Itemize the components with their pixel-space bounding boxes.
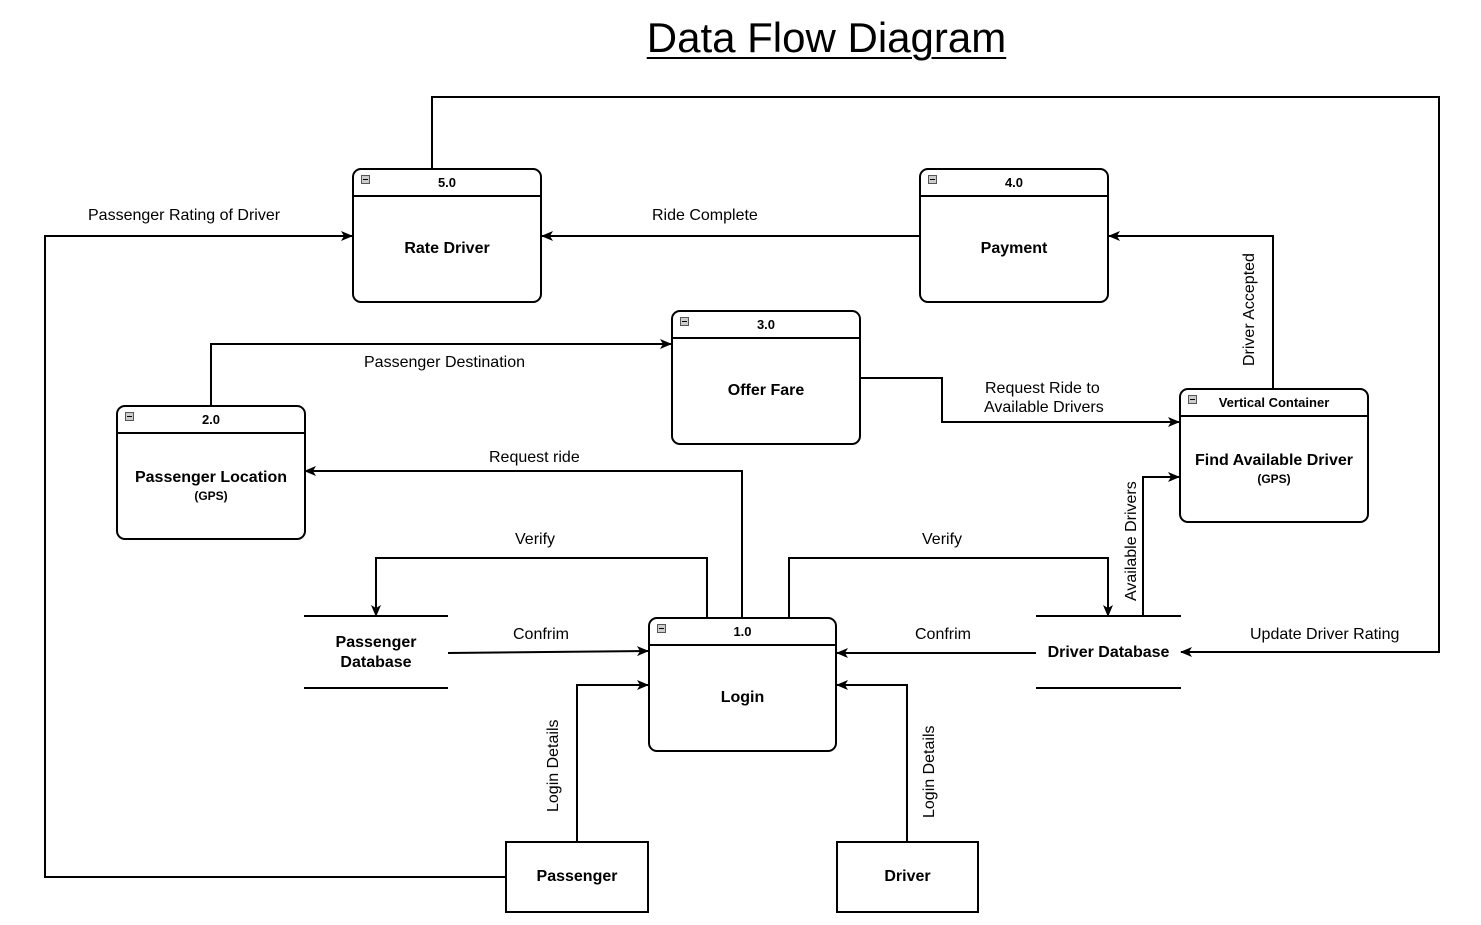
process-name: Rate Driver — [404, 240, 490, 257]
label-update-driver-rating: Update Driver Rating — [1250, 625, 1400, 644]
process-find-available-driver[interactable]: Vertical Container Find Available Driver… — [1179, 388, 1369, 523]
label-confirm-driver: Confrim — [915, 625, 972, 644]
entity-driver[interactable]: Driver — [836, 841, 979, 913]
collapse-icon[interactable] — [680, 317, 689, 326]
flow-available-drivers — [1142, 472, 1180, 616]
label-login-details-driver: Login Details — [921, 725, 939, 818]
process-login[interactable]: 1.0 Login — [648, 617, 837, 752]
process-number: 2.0 — [201, 412, 221, 427]
process-subtitle: (GPS) — [1257, 472, 1291, 486]
flow-driver-accepted — [1108, 231, 1274, 388]
process-name: Offer Fare — [727, 382, 805, 399]
label-driver-accepted: Driver Accepted — [1241, 253, 1259, 366]
entity-passenger[interactable]: Passenger — [505, 841, 649, 913]
label-login-details-passenger: Login Details — [545, 719, 563, 812]
label-ride-complete: Ride Complete — [652, 206, 758, 225]
process-offer-fare[interactable]: 3.0 Offer Fare — [671, 310, 861, 445]
diagram-title: Data Flow Diagram — [646, 14, 1007, 61]
store-driver-database[interactable]: Driver Database — [1036, 618, 1181, 687]
flow-login-passenger — [576, 680, 649, 841]
collapse-icon[interactable] — [125, 412, 134, 421]
store-passenger-database[interactable]: Passenger Database — [304, 618, 448, 687]
process-number: Vertical Container — [1218, 395, 1330, 410]
flow-request-ride-available — [860, 377, 1180, 427]
store-label-line2: Database — [340, 653, 412, 671]
label-request-ride: Request ride — [489, 448, 580, 467]
flow-login-driver — [836, 680, 908, 841]
process-number: 5.0 — [437, 175, 457, 190]
label-confirm-passenger: Confrim — [513, 625, 570, 644]
label-passenger-destination: Passenger Destination — [364, 353, 525, 372]
process-name: Payment — [980, 240, 1048, 257]
label-available-drivers: Available Drivers — [1123, 481, 1141, 601]
label-verify-driver: Verify — [922, 530, 963, 549]
store-label: Driver Database — [1047, 643, 1170, 661]
flow-request-ride — [304, 466, 743, 617]
flow-verify-passenger — [371, 557, 708, 617]
flow-update-driver-rating — [431, 96, 1440, 657]
flow-passenger-destination — [210, 339, 672, 405]
collapse-icon[interactable] — [928, 175, 937, 184]
collapse-icon[interactable] — [1188, 395, 1197, 404]
process-number: 3.0 — [756, 317, 776, 332]
process-name: Login — [720, 689, 765, 706]
process-rate-driver[interactable]: 5.0 Rate Driver — [352, 168, 542, 303]
label-request-ride-line2: Available Drivers — [984, 398, 1104, 417]
store-label-line1: Passenger — [335, 633, 417, 651]
label-verify-passenger: Verify — [515, 530, 556, 549]
label-request-ride-line1: Request Ride to — [985, 379, 1100, 398]
collapse-icon[interactable] — [361, 175, 370, 184]
process-number: 1.0 — [733, 624, 752, 639]
flow-passenger-rating — [44, 231, 506, 878]
collapse-icon[interactable] — [657, 624, 666, 633]
label-passenger-rating: Passenger Rating of Driver — [88, 206, 281, 225]
process-subtitle: (GPS) — [194, 489, 228, 503]
flow-confirm-passenger — [447, 646, 649, 657]
process-number: 4.0 — [1004, 175, 1024, 190]
process-name: Find Available Driver — [1195, 452, 1353, 469]
flow-verify-driver — [788, 557, 1113, 617]
process-passenger-location[interactable]: 2.0 Passenger Location (GPS) — [116, 405, 306, 540]
process-payment[interactable]: 4.0 Payment — [919, 168, 1109, 303]
process-name: Passenger Location — [134, 469, 288, 486]
